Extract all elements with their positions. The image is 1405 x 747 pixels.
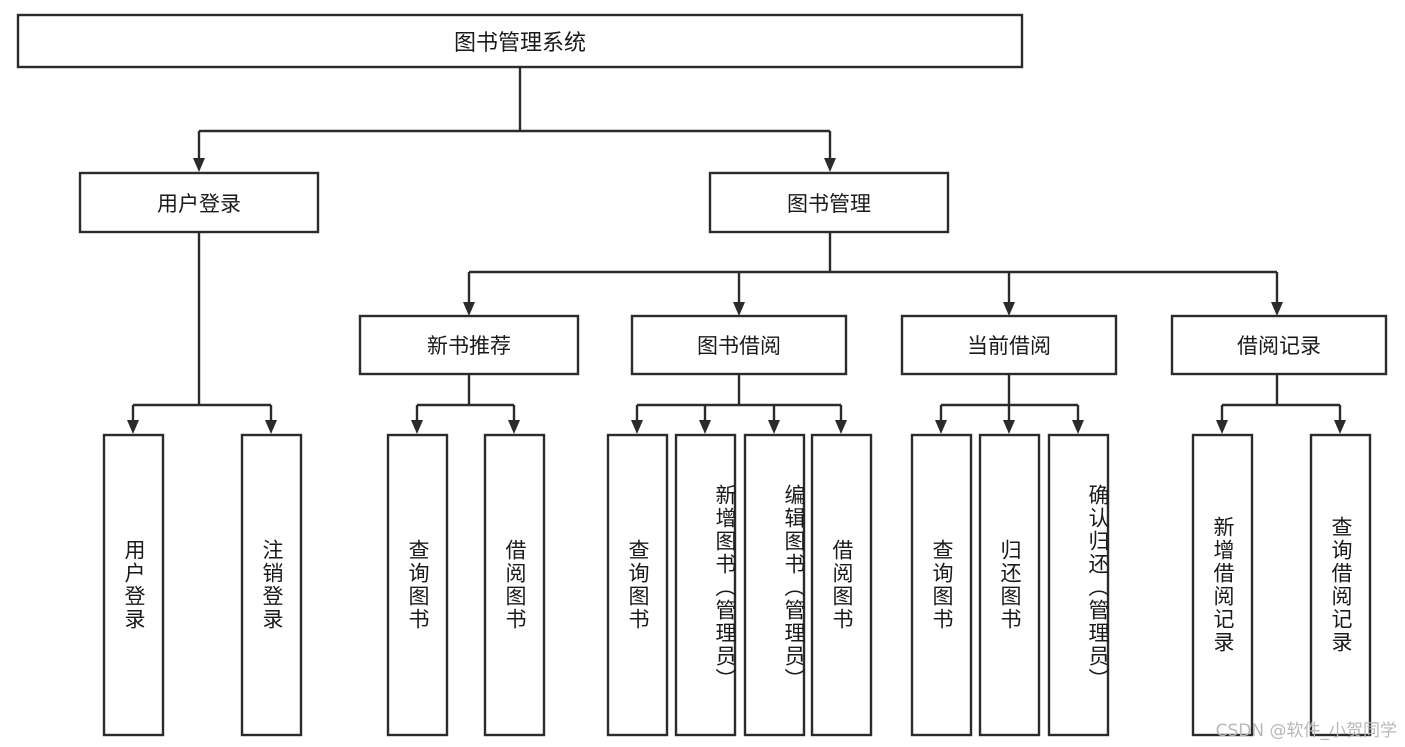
arrowhead-leaf-11 [1072, 420, 1084, 434]
arrowhead-leaf-9 [935, 420, 947, 434]
node-box-book-management[interactable] [708, 171, 950, 234]
node-box-leaf-5[interactable] [606, 433, 669, 737]
node-box-current-borrow[interactable] [900, 314, 1118, 376]
node-box-leaf-4[interactable] [483, 433, 546, 737]
node-box-leaf-2[interactable] [240, 433, 303, 737]
arrowhead-leaf-5 [631, 420, 643, 434]
csdn-watermark: CSDN @软件_小贺同学 [1215, 721, 1397, 741]
node-box-leaf-12[interactable] [1191, 433, 1254, 737]
arrowhead-group-2 [733, 302, 745, 316]
arrowhead-leaf-12 [1216, 420, 1228, 434]
node-box-leaf-1[interactable] [102, 433, 165, 737]
arrowhead-leaf-10 [1003, 420, 1015, 434]
arrowhead-leaf-13 [1334, 420, 1346, 434]
node-box-root[interactable] [16, 13, 1024, 69]
connector-layer [127, 67, 1346, 434]
arrowhead-user-login [193, 158, 205, 172]
arrowhead-leaf-1 [127, 420, 139, 434]
node-box-leaf-6[interactable] [674, 433, 737, 737]
arrowhead-leaf-2 [265, 420, 277, 434]
arrowhead-leaf-8 [835, 420, 847, 434]
node-box-user-login[interactable] [78, 171, 320, 234]
node-box-book-borrow[interactable] [630, 314, 848, 376]
arrowhead-group-3 [1003, 302, 1015, 316]
node-box-leaf-11[interactable] [1047, 433, 1110, 737]
arrowhead-leaf-3 [411, 420, 423, 434]
node-box-leaf-9[interactable] [910, 433, 973, 737]
arrowhead-leaf-4 [508, 420, 520, 434]
node-box-new-book-recommend[interactable] [358, 314, 580, 376]
node-layer [16, 13, 1388, 737]
node-box-leaf-13[interactable] [1309, 433, 1372, 737]
arrowhead-leaf-6 [699, 420, 711, 434]
node-box-leaf-3[interactable] [386, 433, 449, 737]
node-box-leaf-7[interactable] [743, 433, 806, 737]
node-box-borrow-record[interactable] [1170, 314, 1388, 376]
arrowhead-group-4 [1271, 302, 1283, 316]
arrowhead-group-1 [463, 302, 475, 316]
node-box-leaf-8[interactable] [810, 433, 873, 737]
node-box-leaf-10[interactable] [978, 433, 1041, 737]
arrowhead-leaf-7 [768, 420, 780, 434]
arrowhead-book-mgmt [824, 158, 836, 172]
